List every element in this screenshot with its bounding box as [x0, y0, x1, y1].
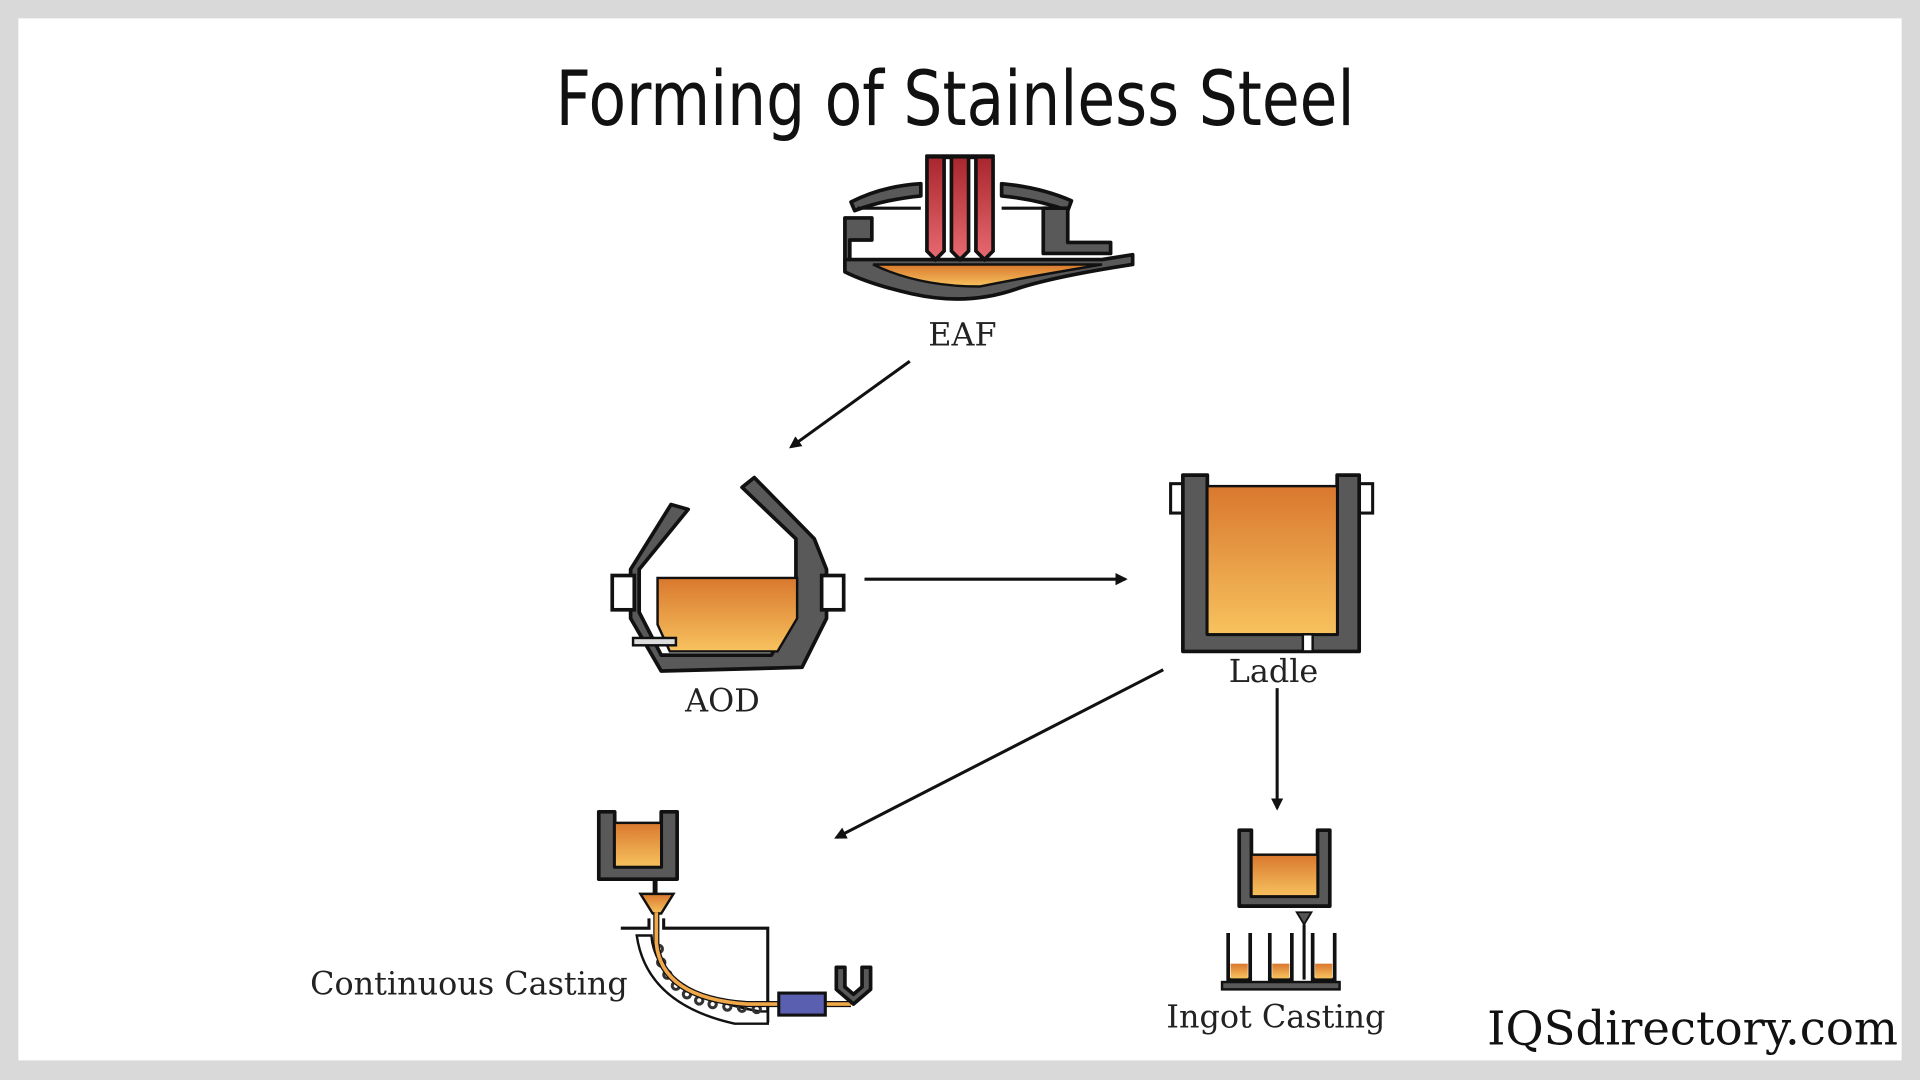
brand-watermark: IQSdirectory.com — [1487, 1001, 1898, 1055]
diagram-title: Forming of Stainless Steel — [556, 56, 1355, 144]
aod-converter-icon — [610, 475, 846, 673]
ingot-casting-icon — [1220, 828, 1341, 991]
arrow-eaf-to-aod — [789, 359, 911, 449]
eaf-label: EAF — [928, 315, 996, 353]
arrow-ladle-to-continuous-casting — [834, 668, 1164, 839]
ladle-label: Ladle — [1229, 652, 1319, 690]
continuous-casting-icon — [596, 810, 873, 1025]
continuous-casting-label: Continuous Casting — [310, 964, 628, 1002]
eaf-furnace-icon — [843, 154, 1135, 301]
aod-label: AOD — [684, 681, 760, 719]
ingot-casting-label: Ingot Casting — [1166, 997, 1385, 1035]
ladle-icon — [1169, 473, 1375, 654]
